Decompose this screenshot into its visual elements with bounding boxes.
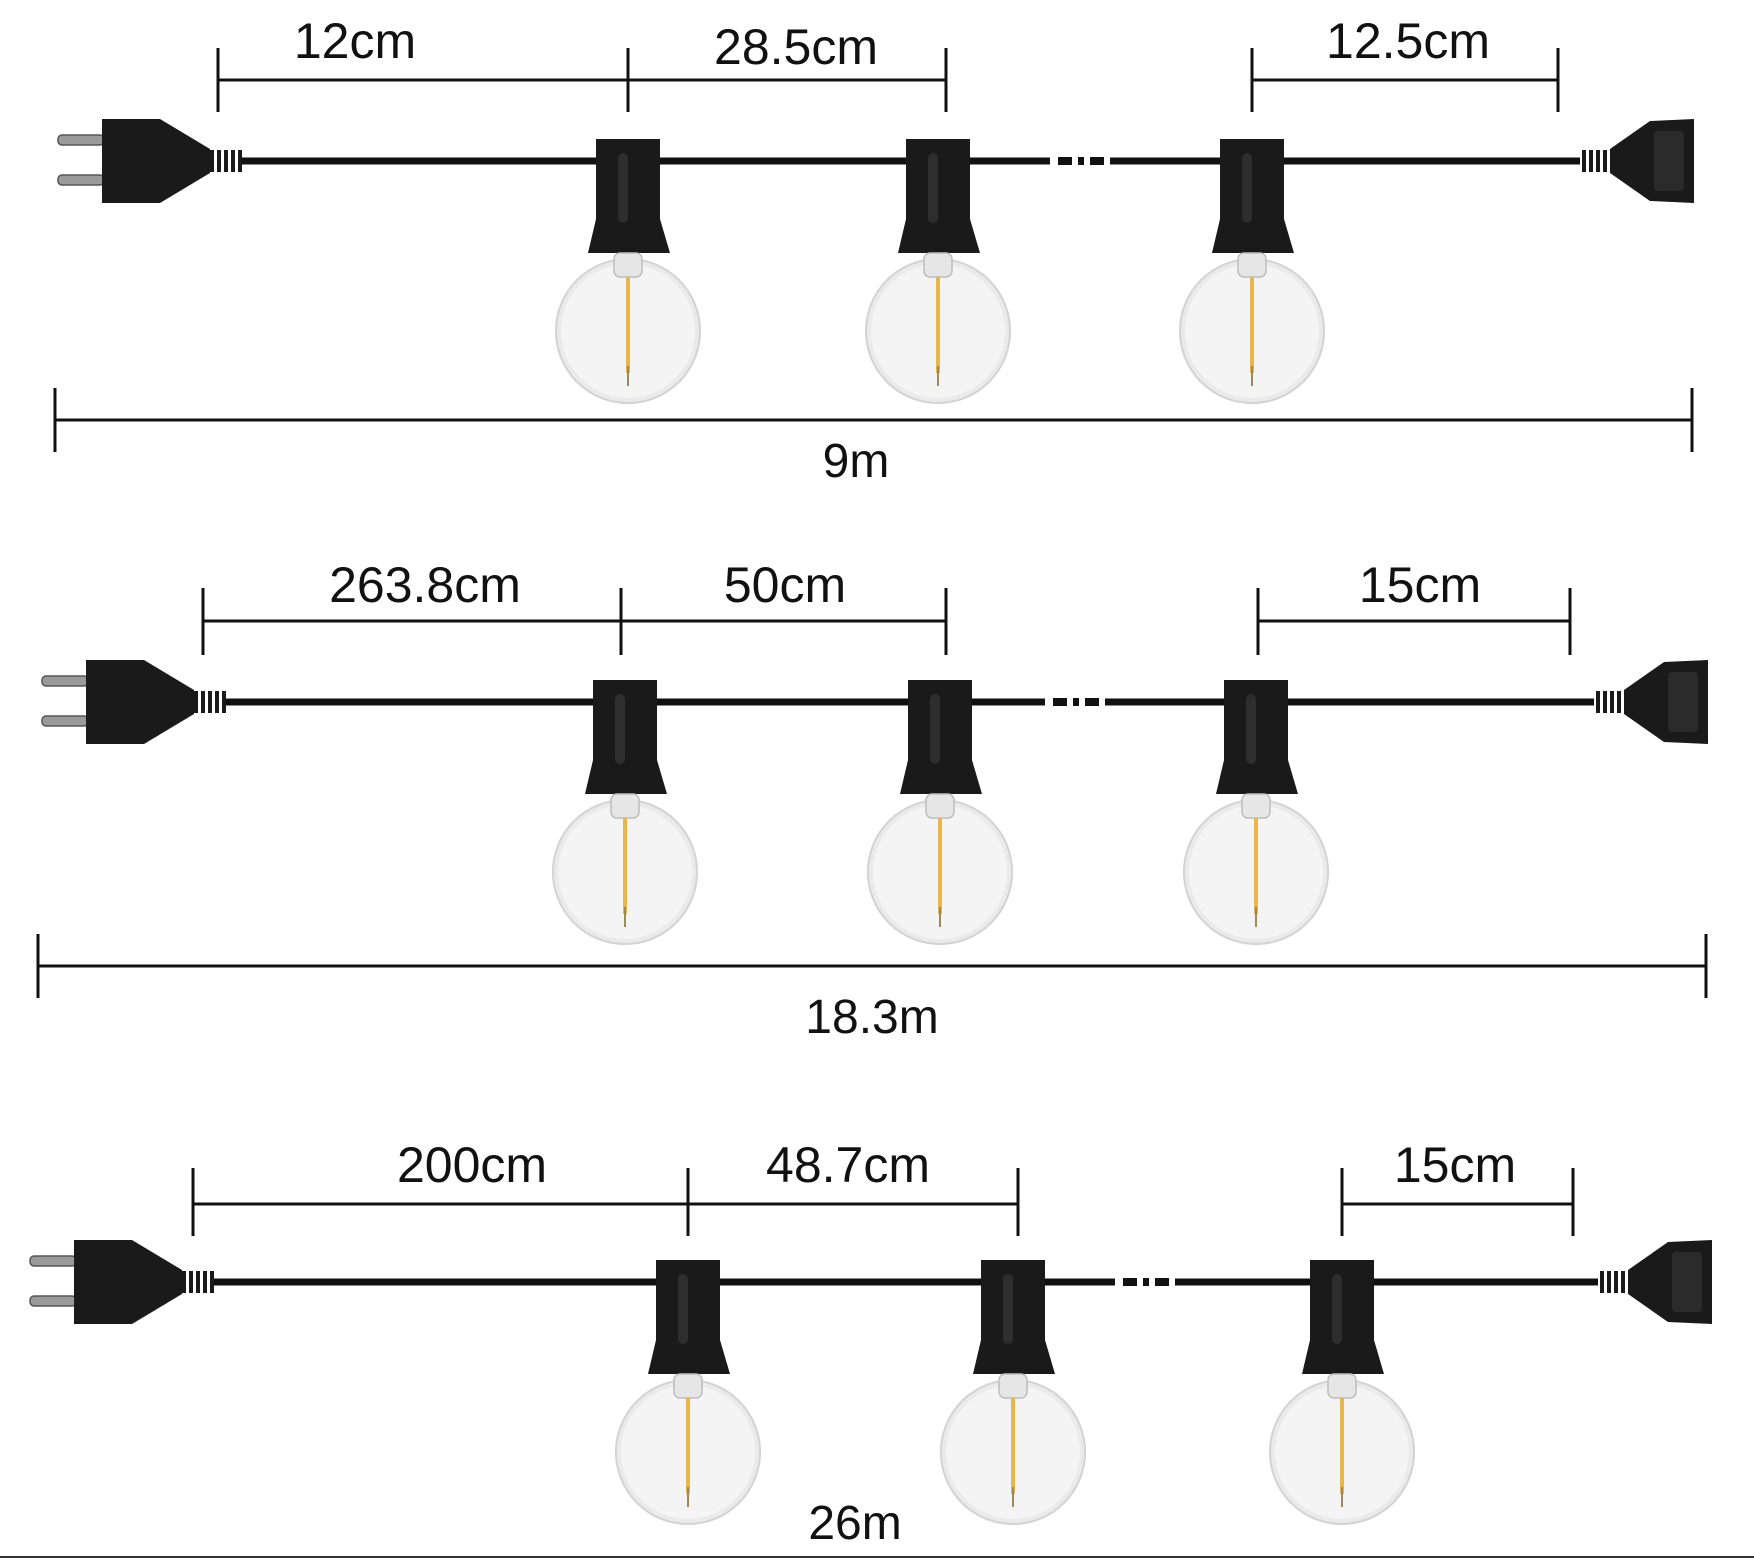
continuation-dots xyxy=(1058,157,1104,165)
lead-length-label: 12cm xyxy=(293,13,417,69)
string-diagram-18-3m xyxy=(36,588,1708,998)
lead-length-label: 263.8cm xyxy=(329,557,521,613)
eu-plug-icon xyxy=(29,1240,214,1324)
light-bulb-icon xyxy=(1269,1260,1415,1525)
string-diagram-9m xyxy=(53,48,1694,452)
total-length-label: 26m xyxy=(808,1497,902,1550)
light-bulb-icon xyxy=(615,1260,761,1525)
continuation-dots xyxy=(1053,698,1099,706)
total-length-label: 9m xyxy=(822,435,890,488)
light-bulb-icon xyxy=(865,139,1011,404)
spacing-label: 48.7cm xyxy=(766,1137,930,1193)
light-bulb-icon xyxy=(555,139,701,404)
light-bulb-icon xyxy=(867,680,1013,945)
light-bulb-icon xyxy=(1179,139,1325,404)
lead-length-label: 200cm xyxy=(396,1137,548,1193)
power-socket-icon xyxy=(1600,1240,1712,1324)
total-length-label: 18.3m xyxy=(805,991,939,1044)
eu-plug-icon xyxy=(41,660,226,744)
light-bulb-icon xyxy=(940,1260,1086,1525)
eu-plug-icon xyxy=(57,119,242,203)
power-socket-icon xyxy=(1582,119,1694,203)
string-diagram-26m xyxy=(29,1168,1712,1525)
tail-length-label: 15cm xyxy=(1358,557,1482,613)
light-bulb-icon xyxy=(1183,680,1329,945)
tail-length-label: 12.5cm xyxy=(1326,13,1490,69)
tail-length-label: 15cm xyxy=(1393,1137,1517,1193)
continuation-dots xyxy=(1123,1278,1169,1286)
spacing-label: 28.5cm xyxy=(714,19,878,75)
light-bulb-icon xyxy=(552,680,698,945)
power-socket-icon xyxy=(1596,660,1708,744)
spacing-label: 50cm xyxy=(723,557,847,613)
